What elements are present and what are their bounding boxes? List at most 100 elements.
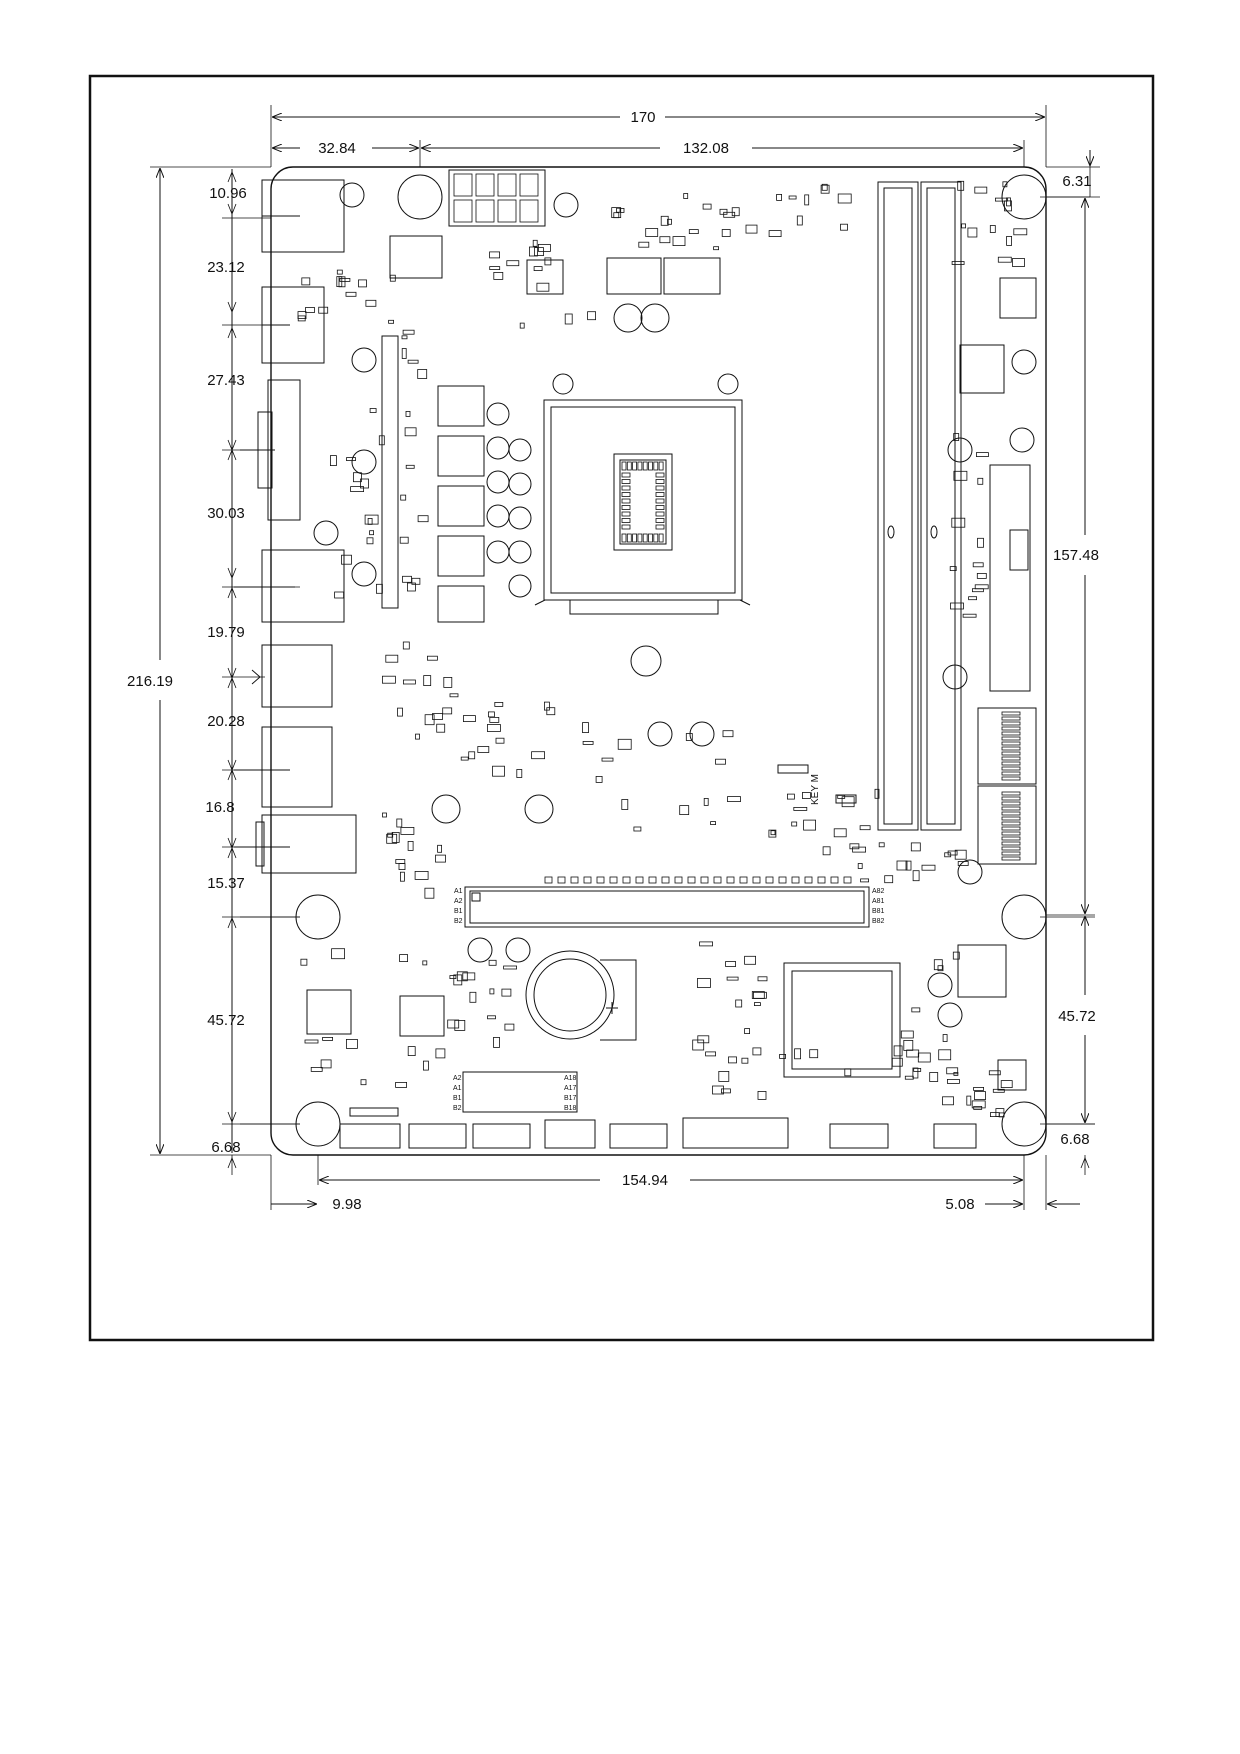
power-pin: [475, 173, 495, 197]
fpc-pin: [1001, 731, 1021, 736]
dim-left-6: 20.28: [207, 713, 245, 730]
smd-part: [953, 470, 968, 481]
smd-part: [1012, 258, 1025, 267]
electrolytic-capacitor: [1011, 349, 1037, 375]
dim-left-stack: 10.96 23.12 27.43 30.03 19.79 20.28 16.8…: [205, 169, 300, 1175]
dim-left-9: 45.72: [207, 1012, 245, 1029]
smd-part: [1002, 181, 1008, 188]
smd-part: [1013, 228, 1028, 236]
fpc-pin: [1001, 836, 1021, 841]
hole-crosshairs: [240, 196, 1100, 1125]
dim-top-right: 6.31: [1046, 150, 1100, 190]
smd-part: [990, 1112, 1000, 1117]
pcie-top-pad: [661, 876, 670, 884]
smd-part: [971, 1100, 986, 1109]
smd-part: [391, 832, 400, 843]
pcie-top-pad: [752, 876, 761, 884]
cpu-pad: [621, 518, 631, 523]
smd-part: [388, 319, 395, 324]
cpu-pad: [626, 533, 632, 543]
cpu-pad: [621, 492, 631, 497]
cpu-pad: [632, 533, 637, 543]
dim-right-lower-label: 45.72: [1058, 1008, 1096, 1025]
pcie-top-pad: [622, 876, 631, 884]
smd-part: [953, 433, 960, 441]
pcie-label-b1: B1: [454, 908, 463, 915]
smd-part: [683, 193, 689, 199]
smd-part: [841, 796, 855, 808]
smd-part: [449, 975, 457, 979]
cpu-pad: [655, 479, 665, 484]
dim-top-left-offset-label: 32.84: [318, 140, 356, 157]
dim-left-1: 10.96: [209, 185, 247, 202]
electrolytic-capacitor: [351, 561, 377, 587]
smd-part: [912, 1067, 919, 1079]
smd-part: [338, 276, 346, 288]
vrm-capacitor: [486, 436, 510, 460]
smd-part: [364, 514, 379, 525]
smd-part: [336, 269, 343, 275]
smd-part: [917, 1052, 931, 1063]
smd-part: [400, 827, 415, 835]
smd-part: [360, 478, 369, 489]
smd-part: [501, 988, 512, 997]
smd-part: [726, 976, 739, 981]
smd-part: [699, 941, 713, 947]
smd-part: [318, 306, 329, 314]
smd-part: [422, 960, 428, 966]
pcie-label-a1: A1: [454, 888, 463, 895]
smd-part: [297, 311, 307, 320]
electrolytic-capacitor: [689, 721, 715, 747]
dimension-extension-lines: [150, 105, 1095, 1210]
smd-part: [341, 554, 352, 565]
smd-part: [715, 758, 726, 765]
smd-part: [688, 229, 699, 235]
fpc-pin: [1001, 806, 1021, 811]
smd-part: [442, 707, 453, 715]
cpu-socket: [534, 373, 751, 615]
cpu-pad: [655, 492, 665, 497]
dim-left-7: 16.8: [205, 799, 234, 816]
smd-part: [494, 702, 504, 707]
pcie-top-pad: [648, 876, 657, 884]
fpc-pin: [1001, 751, 1021, 756]
pcie-top-pad: [570, 876, 579, 884]
module-label-b18: B18: [564, 1105, 577, 1112]
smd-part: [401, 335, 408, 340]
smd-part: [718, 1071, 730, 1082]
smd-part: [533, 266, 543, 272]
dim-left-5: 19.79: [207, 624, 245, 641]
smd-part: [405, 410, 411, 417]
smd-part: [859, 825, 871, 831]
fpc-pin: [1001, 811, 1021, 816]
module-label-a18: A18: [564, 1075, 577, 1082]
fpc-pin: [1001, 756, 1021, 761]
electrolytic-capacitor: [942, 664, 968, 690]
smd-part: [900, 1030, 914, 1039]
cpu-pad: [632, 461, 637, 471]
smd-part: [488, 959, 497, 966]
smd-part: [685, 733, 693, 741]
smd-part: [304, 1039, 319, 1044]
dim-top-right-label: 6.31: [1062, 173, 1091, 190]
smd-part: [938, 1049, 952, 1061]
smd-part: [840, 223, 848, 231]
pcie-label-a2: A2: [454, 898, 463, 905]
smd-part: [503, 965, 518, 970]
smd-part: [424, 887, 435, 899]
pcie-label-a82: A82: [872, 888, 885, 895]
cpu-pad: [621, 498, 631, 504]
fpc-pin: [1001, 726, 1021, 731]
power-pin: [497, 199, 517, 223]
cpu-socket-pads: [621, 461, 665, 543]
vrm-capacitor: [486, 540, 510, 564]
smd-part: [462, 972, 476, 981]
fpc-pin: [1001, 761, 1021, 766]
smd-part: [395, 1082, 408, 1088]
fpc-pin: [1001, 771, 1021, 776]
smd-part: [534, 247, 544, 257]
power-connector-pins: [453, 173, 539, 223]
pcie-top-pad: [687, 876, 696, 884]
integrated-circuits: [306, 235, 901, 1078]
